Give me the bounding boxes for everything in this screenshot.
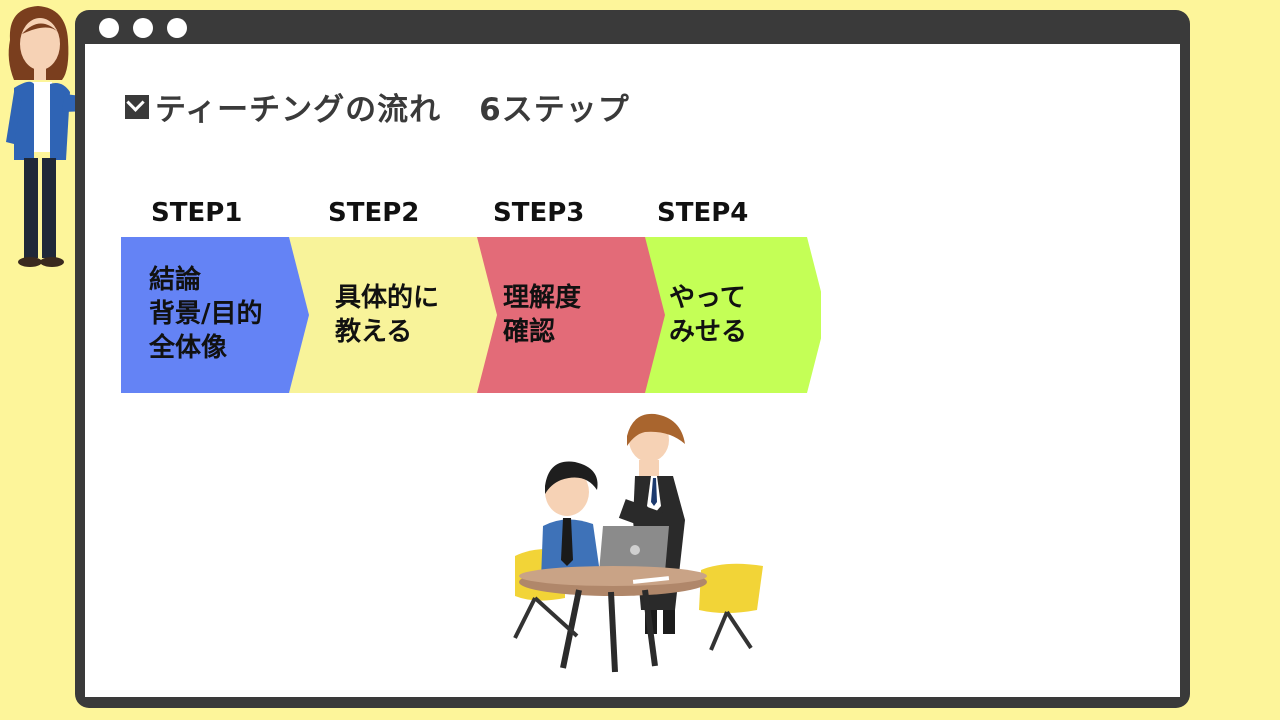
slide-heading: ティーチングの流れ 6ステップ bbox=[125, 84, 630, 129]
step-text-2: 具体的に 教える bbox=[335, 283, 440, 347]
step-text-3: 理解度 確認 bbox=[503, 283, 582, 347]
step-arrows: 結論 背景/目的 全体像 具体的に 教える 理解度 確認 やって みせる bbox=[121, 237, 821, 393]
window-dot-icon bbox=[167, 18, 187, 38]
step-label-4: STEP4 bbox=[657, 198, 749, 228]
step-label-3: STEP3 bbox=[493, 198, 585, 228]
step-arrow-4 bbox=[611, 237, 821, 393]
slide-title: ティーチングの流れ bbox=[155, 92, 442, 128]
step-arrow-2 bbox=[285, 237, 497, 393]
slide-subtitle: 6ステップ bbox=[479, 92, 630, 128]
step-text-1: 結論 背景/目的 全体像 bbox=[149, 265, 263, 363]
step-text-4: やって みせる bbox=[669, 283, 748, 347]
corner-mark: // bbox=[1140, 672, 1154, 693]
checkbox-icon bbox=[125, 94, 149, 119]
window-controls bbox=[99, 18, 187, 38]
step-arrow-3 bbox=[453, 237, 665, 393]
window-dot-icon bbox=[99, 18, 119, 38]
step-label-1: STEP1 bbox=[151, 198, 243, 228]
step-label-2: STEP2 bbox=[328, 198, 420, 228]
window-dot-icon bbox=[133, 18, 153, 38]
step-arrow-1 bbox=[121, 237, 309, 393]
meeting-illustration bbox=[513, 413, 763, 673]
